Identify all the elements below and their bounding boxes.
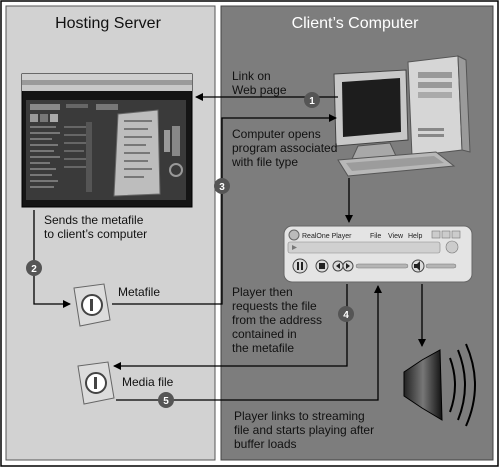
label-link-on-web-page-2: Web page — [232, 83, 287, 97]
label-player-links-2: file and starts playing after — [234, 423, 374, 437]
speaker-icon — [403, 343, 476, 427]
svg-text:2: 2 — [31, 264, 37, 275]
label-player-requests-5: the metafile — [232, 341, 294, 355]
label-computer-opens-2: program associated — [232, 141, 337, 155]
label-player-links-1: Player links to streaming — [234, 409, 365, 423]
minimize-icon[interactable] — [431, 230, 441, 239]
address-bar[interactable] — [287, 241, 441, 254]
realone-player-window: RealOne Player File View Help — [283, 225, 473, 283]
svg-text:3: 3 — [219, 182, 225, 193]
realone-logo-icon — [288, 229, 300, 241]
step-badge-2: 2 — [26, 260, 42, 276]
pause-button[interactable] — [292, 258, 308, 274]
play-small-icon — [292, 245, 297, 250]
maximize-icon[interactable] — [441, 230, 451, 239]
client-computer-title: Client’s Computer — [292, 15, 420, 32]
player-menu-file[interactable]: File — [370, 233, 381, 240]
label-player-links-3: buffer loads — [234, 437, 297, 451]
label-player-requests-4: contained in — [232, 327, 297, 341]
player-menu-view[interactable]: View — [388, 233, 404, 240]
label-media-file: Media file — [122, 375, 174, 389]
label-metafile: Metafile — [118, 285, 160, 299]
label-link-on-web-page-1: Link on — [232, 69, 271, 83]
svg-text:5: 5 — [163, 396, 169, 407]
label-player-requests-1: Player then — [232, 285, 293, 299]
hosting-server-title: Hosting Server — [55, 15, 161, 32]
label-player-requests-3: from the address — [232, 313, 322, 327]
metafile-icon — [73, 283, 111, 327]
label-sends-metafile-1: Sends the metafile — [44, 213, 144, 227]
browse-icon[interactable] — [445, 240, 459, 254]
label-computer-opens-3: with file type — [231, 155, 298, 169]
player-title: RealOne Player — [302, 233, 352, 240]
label-sends-metafile-2: to client’s computer — [44, 227, 147, 241]
media-file-icon — [77, 361, 115, 405]
arrow-stream-file — [116, 285, 382, 401]
close-icon[interactable] — [451, 230, 461, 239]
volume-slider[interactable] — [425, 263, 457, 269]
svg-text:4: 4 — [343, 310, 349, 321]
svg-text:1: 1 — [309, 96, 315, 107]
step-badge-4: 4 — [338, 306, 354, 322]
web-page-screenshot — [21, 73, 193, 208]
step-badge-1: 1 — [304, 92, 320, 108]
step-badge-3: 3 — [214, 178, 230, 194]
client-computer-icon — [333, 55, 471, 177]
arrow-send-metafile — [33, 210, 71, 308]
player-menu-help[interactable]: Help — [408, 233, 423, 240]
arrow-metafile-link — [112, 212, 223, 305]
label-player-requests-2: requests the file — [232, 299, 317, 313]
label-computer-opens-1: Computer opens — [232, 127, 321, 141]
position-slider[interactable] — [355, 263, 409, 269]
step-badge-5: 5 — [158, 392, 174, 408]
